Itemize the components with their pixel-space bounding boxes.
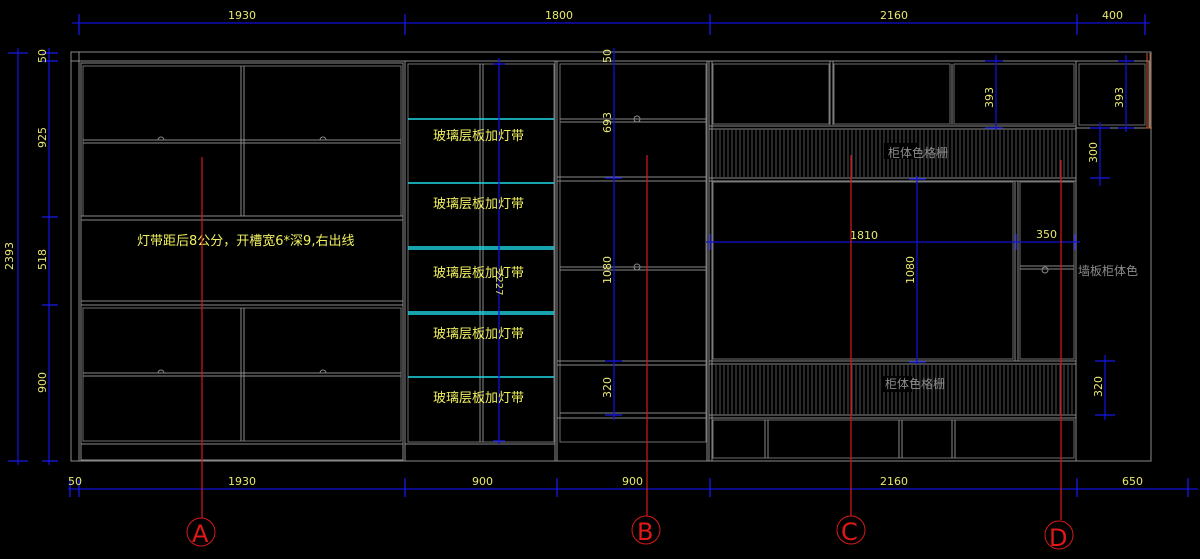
right-gap: 300 xyxy=(1087,142,1100,163)
side-width: 350 xyxy=(1036,228,1057,241)
left-dim-seg-2: 925 xyxy=(36,127,49,148)
col-b-dim-2: 693 xyxy=(601,112,614,133)
glass-column-height: 2227 xyxy=(493,270,504,295)
glass-shelf-label-5: 玻璃层板加灯带 xyxy=(433,391,524,406)
bottom-dim-5: 2160 xyxy=(880,475,908,488)
axis-bubble-b xyxy=(631,515,661,545)
handle-icon xyxy=(157,369,165,374)
axis-label-c: C xyxy=(841,518,858,546)
handle-icon xyxy=(157,136,165,141)
bottom-dim-6: 650 xyxy=(1122,475,1143,488)
section-a-cabinet: 灯带距后8公分，开槽宽6*深9,右出线 xyxy=(80,62,404,461)
bottom-dim-3: 900 xyxy=(472,475,493,488)
col-b-dim-1: 50 xyxy=(601,49,614,63)
col-b-dim-4: 320 xyxy=(601,377,614,398)
top-dim-1: 1930 xyxy=(228,9,256,22)
left-dim-seg-1: 50 xyxy=(36,49,49,63)
right-lower: 320 xyxy=(1092,376,1105,397)
handle-icon xyxy=(633,263,641,271)
handle-icon xyxy=(633,115,641,123)
section-d-wall-panel: 393 300 墙板柜体色 320 xyxy=(1075,53,1152,420)
grille-lower-label: 柜体色格栅 xyxy=(885,376,945,391)
left-dim-overall: 2393 xyxy=(3,242,16,270)
right-upper-box-height: 393 xyxy=(1113,87,1126,108)
top-dim-3: 2160 xyxy=(880,9,908,22)
section-b-cabinet: 50 693 1080 320 xyxy=(556,48,708,462)
glass-shelf-label-1: 玻璃层板加灯带 xyxy=(433,129,524,144)
section-c-tv-wall: 柜体色格栅 柜体色格栅 393 1810 350 xyxy=(706,55,1080,462)
handle-icon xyxy=(319,136,327,141)
top-dimension-chain: 1930 1800 2160 400 xyxy=(72,9,1150,35)
bottom-dim-4: 900 xyxy=(622,475,643,488)
left-dim-seg-4: 900 xyxy=(36,372,49,393)
axis-label-d: D xyxy=(1049,524,1067,552)
grille-lower xyxy=(715,365,1073,414)
top-dim-2: 1800 xyxy=(545,9,573,22)
bottom-dim-1: 50 xyxy=(68,475,82,488)
tv-width: 1810 xyxy=(850,229,878,242)
axis-label-a: A xyxy=(192,520,209,548)
wall-panel-label: 墙板柜体色 xyxy=(1078,264,1138,278)
glass-shelf-label-3: 玻璃层板加灯带 xyxy=(433,266,524,281)
handle-icon xyxy=(1041,266,1049,274)
grille-upper-label: 柜体色格栅 xyxy=(888,145,948,160)
axis-bubble-a xyxy=(186,517,216,547)
axis-markers: A B C D xyxy=(186,155,1074,552)
bottom-dim-2: 1930 xyxy=(228,475,256,488)
col-b-dim-3: 1080 xyxy=(601,256,614,284)
bottom-dimension-chain: 50 1930 900 900 2160 650 xyxy=(68,475,1198,497)
led-strip-note: 灯带距后8公分，开槽宽6*深9,右出线 xyxy=(137,233,354,249)
handle-icon xyxy=(319,369,327,374)
section-glass-column: 2227 玻璃层板加灯带 玻璃层板加灯带 玻璃层板加灯带 玻璃层板加灯带 玻璃层… xyxy=(404,58,556,462)
left-dimension-chain: 2393 50 925 518 900 xyxy=(3,48,58,465)
axis-label-b: B xyxy=(637,518,653,546)
left-dim-seg-3: 518 xyxy=(36,249,49,270)
axis-bubble-c xyxy=(836,515,866,545)
axis-bubble-d xyxy=(1044,520,1074,550)
upper-box-height: 393 xyxy=(983,87,996,108)
top-dim-4: 400 xyxy=(1102,9,1123,22)
glass-shelf-label-4: 玻璃层板加灯带 xyxy=(433,327,524,342)
tv-height: 1080 xyxy=(904,256,917,284)
glass-shelf-label-2: 玻璃层板加灯带 xyxy=(433,197,524,212)
